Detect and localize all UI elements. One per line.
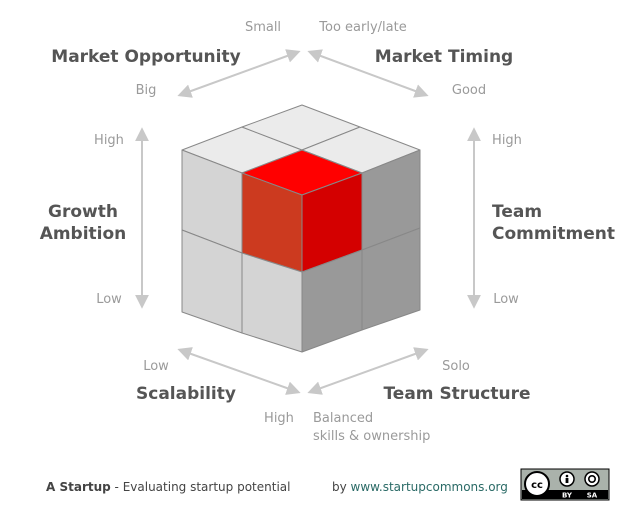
scalability-low-label: Low [143,359,169,374]
market-timing-arrow [307,49,429,98]
growth-ambition-high-label: High [94,133,124,148]
by-icon [559,471,575,487]
cube-right-cell [361,227,421,331]
license-by-label: BY [562,492,573,500]
cc-by-sa-badge[interactable]: cc BY SA [520,468,610,501]
market-opportunity-low-label: Big [136,83,157,98]
footer-credit: by www.startupcommons.org [332,480,508,494]
growth-ambition-low-label: Low [96,292,122,307]
market-timing-low-label: Good [452,83,486,98]
team-commitment-high-label: High [492,133,522,148]
sa-icon [584,471,600,487]
license-sa-label: SA [587,492,598,500]
market-opportunity-high-label: Small [245,20,281,35]
team-structure-low-label: Solo [442,359,470,374]
startup-cube [181,104,421,353]
growth-ambition-title-line1: Growth [48,202,118,222]
footer-site-link[interactable]: www.startupcommons.org [351,480,508,494]
scalability-high-label: High [264,411,294,426]
footer-by: by [332,480,351,494]
market-timing-high-label: Too early/late [318,20,406,35]
team-commitment-low-label: Low [493,292,519,307]
scalability-arrow [177,347,301,395]
footer-startup: A Startup [46,480,111,494]
team-structure-high-label-line2: skills & ownership [313,429,430,444]
market-timing-title: Market Timing [375,47,513,67]
team-commitment-title-line1: Team [492,202,542,222]
footer-caption: A Startup - Evaluating startup potential [46,480,290,494]
svg-text:cc: cc [531,480,543,491]
team-structure-arrow [307,347,429,395]
cc-icon: cc [524,471,550,497]
growth-ambition-title-line2: Ambition [40,224,127,244]
footer-subtitle: - Evaluating startup potential [111,480,291,494]
team-commitment-title-line2: Commitment [492,224,615,244]
market-opportunity-arrow [177,49,301,98]
team-structure-high-label-line1: Balanced [313,411,373,426]
scalability-title: Scalability [136,384,236,404]
axis-arrows [135,49,481,395]
team-structure-title: Team Structure [383,384,530,404]
market-opportunity-title: Market Opportunity [51,47,240,67]
